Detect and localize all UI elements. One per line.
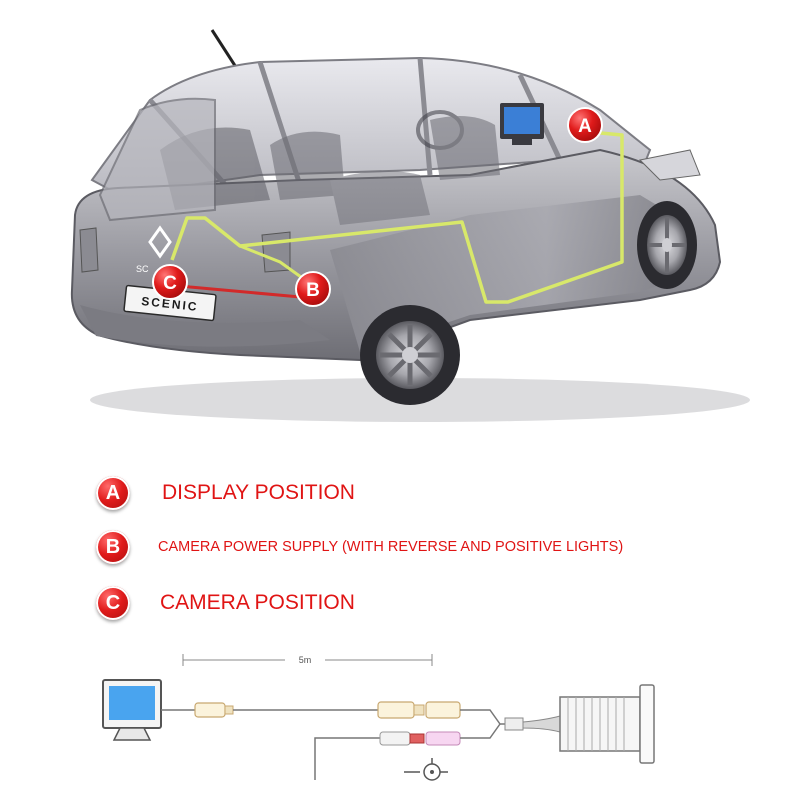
dc-power-icon xyxy=(404,758,448,781)
legend-badge-b: B xyxy=(96,530,130,564)
marker-b-label: B xyxy=(306,280,320,301)
front-wheel xyxy=(637,201,697,289)
legend-badge-a: A xyxy=(96,476,130,510)
length-dimension: 5m xyxy=(182,654,433,666)
marker-b: B xyxy=(295,271,331,307)
rear-logo-icon xyxy=(148,225,172,259)
tail-light-left xyxy=(79,227,99,273)
marker-c: C xyxy=(152,264,188,300)
headlight xyxy=(638,149,701,181)
legend-row-c: C CAMERA POSITION xyxy=(96,586,355,620)
legend-text-a: DISPLAY POSITION xyxy=(162,481,355,504)
length-label: 5m xyxy=(299,655,312,665)
power-connector-icon xyxy=(314,731,461,780)
marker-c-label: C xyxy=(163,273,177,294)
cable-taper xyxy=(522,715,561,733)
legend-badge-c: C xyxy=(96,586,130,620)
rear-window xyxy=(98,97,216,222)
rear-wheel xyxy=(360,305,460,405)
cable-route-line xyxy=(170,130,624,304)
rca-connector-icon xyxy=(161,702,234,718)
rca-coupler-icon xyxy=(377,701,461,719)
legend-text-c: CAMERA POSITION xyxy=(160,591,355,614)
marker-a-label: A xyxy=(578,116,592,137)
wiring-diagram: 5m xyxy=(102,654,655,781)
legend-row-a: A DISPLAY POSITION xyxy=(96,476,355,510)
marker-a: A xyxy=(567,107,603,143)
rear-badge-text: SC xyxy=(136,264,149,274)
monitor-icon xyxy=(102,679,162,741)
legend-row-b: B CAMERA POWER SUPPLY (WITH REVERSE AND … xyxy=(96,530,623,564)
cable-boot xyxy=(504,717,524,731)
car-illustration: SC SCENIC xyxy=(70,29,750,422)
plate-text: SCENIC xyxy=(141,294,199,314)
dashboard-monitor-icon xyxy=(500,103,544,145)
camera-icon xyxy=(559,684,655,764)
legend-text-b: CAMERA POWER SUPPLY (WITH REVERSE AND PO… xyxy=(158,539,624,555)
power-cable-route-line xyxy=(239,244,309,284)
license-plate: SCENIC xyxy=(123,284,217,322)
rear-bumper xyxy=(80,305,330,347)
camera-power-lead xyxy=(460,723,501,739)
